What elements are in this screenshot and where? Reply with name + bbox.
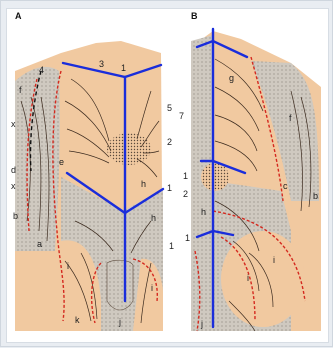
panel-a-anterior-view: A 3 1 4 f x 5 2 e d x b h 1 h a 1 i i k … — [11, 11, 174, 331]
panel-b-node-cluster — [201, 163, 229, 191]
label-k: k — [75, 315, 80, 325]
label-1-top: 1 — [121, 63, 126, 73]
label-4: 4 — [39, 65, 44, 75]
label-i-back-inner: i — [247, 273, 249, 283]
label-i-left: i — [67, 261, 69, 271]
label-g: g — [229, 73, 234, 83]
label-e: e — [59, 157, 64, 167]
panel-b-buttock — [221, 231, 305, 327]
label-b-back: b — [313, 191, 318, 201]
panel-b-letter: B — [191, 11, 198, 21]
label-1-mid: 1 — [167, 183, 172, 193]
panel-a-node-cluster — [107, 133, 151, 165]
label-j: j — [118, 317, 121, 327]
label-h-upper: h — [141, 179, 146, 189]
label-i-back: i — [273, 255, 275, 265]
label-h-lower: h — [151, 213, 156, 223]
label-1-back-mid: 1 — [183, 171, 188, 181]
panel-a-groin — [107, 260, 133, 310]
panel-b-posterior-view: B g 7 f 1 2 c b h 1 i i j — [179, 11, 321, 331]
label-5: 5 — [167, 103, 172, 113]
label-i-right: i — [151, 283, 153, 293]
label-1-lower: 1 — [169, 241, 174, 251]
label-j-back: j — [200, 319, 203, 329]
label-1-back-lower: 1 — [185, 233, 190, 243]
label-7: 7 — [179, 111, 184, 121]
label-a: a — [37, 239, 42, 249]
label-2: 2 — [167, 137, 172, 147]
label-h-back: h — [201, 207, 206, 217]
label-2-back: 2 — [183, 189, 188, 199]
label-3: 3 — [99, 59, 104, 69]
label-d: d — [11, 165, 16, 175]
panel-a-arm — [15, 67, 60, 251]
panel-a-letter: A — [15, 11, 22, 21]
label-c-back: c — [283, 181, 288, 191]
label-x-upper: x — [11, 119, 16, 129]
label-x-lower: x — [11, 181, 16, 191]
label-b: b — [13, 211, 18, 221]
